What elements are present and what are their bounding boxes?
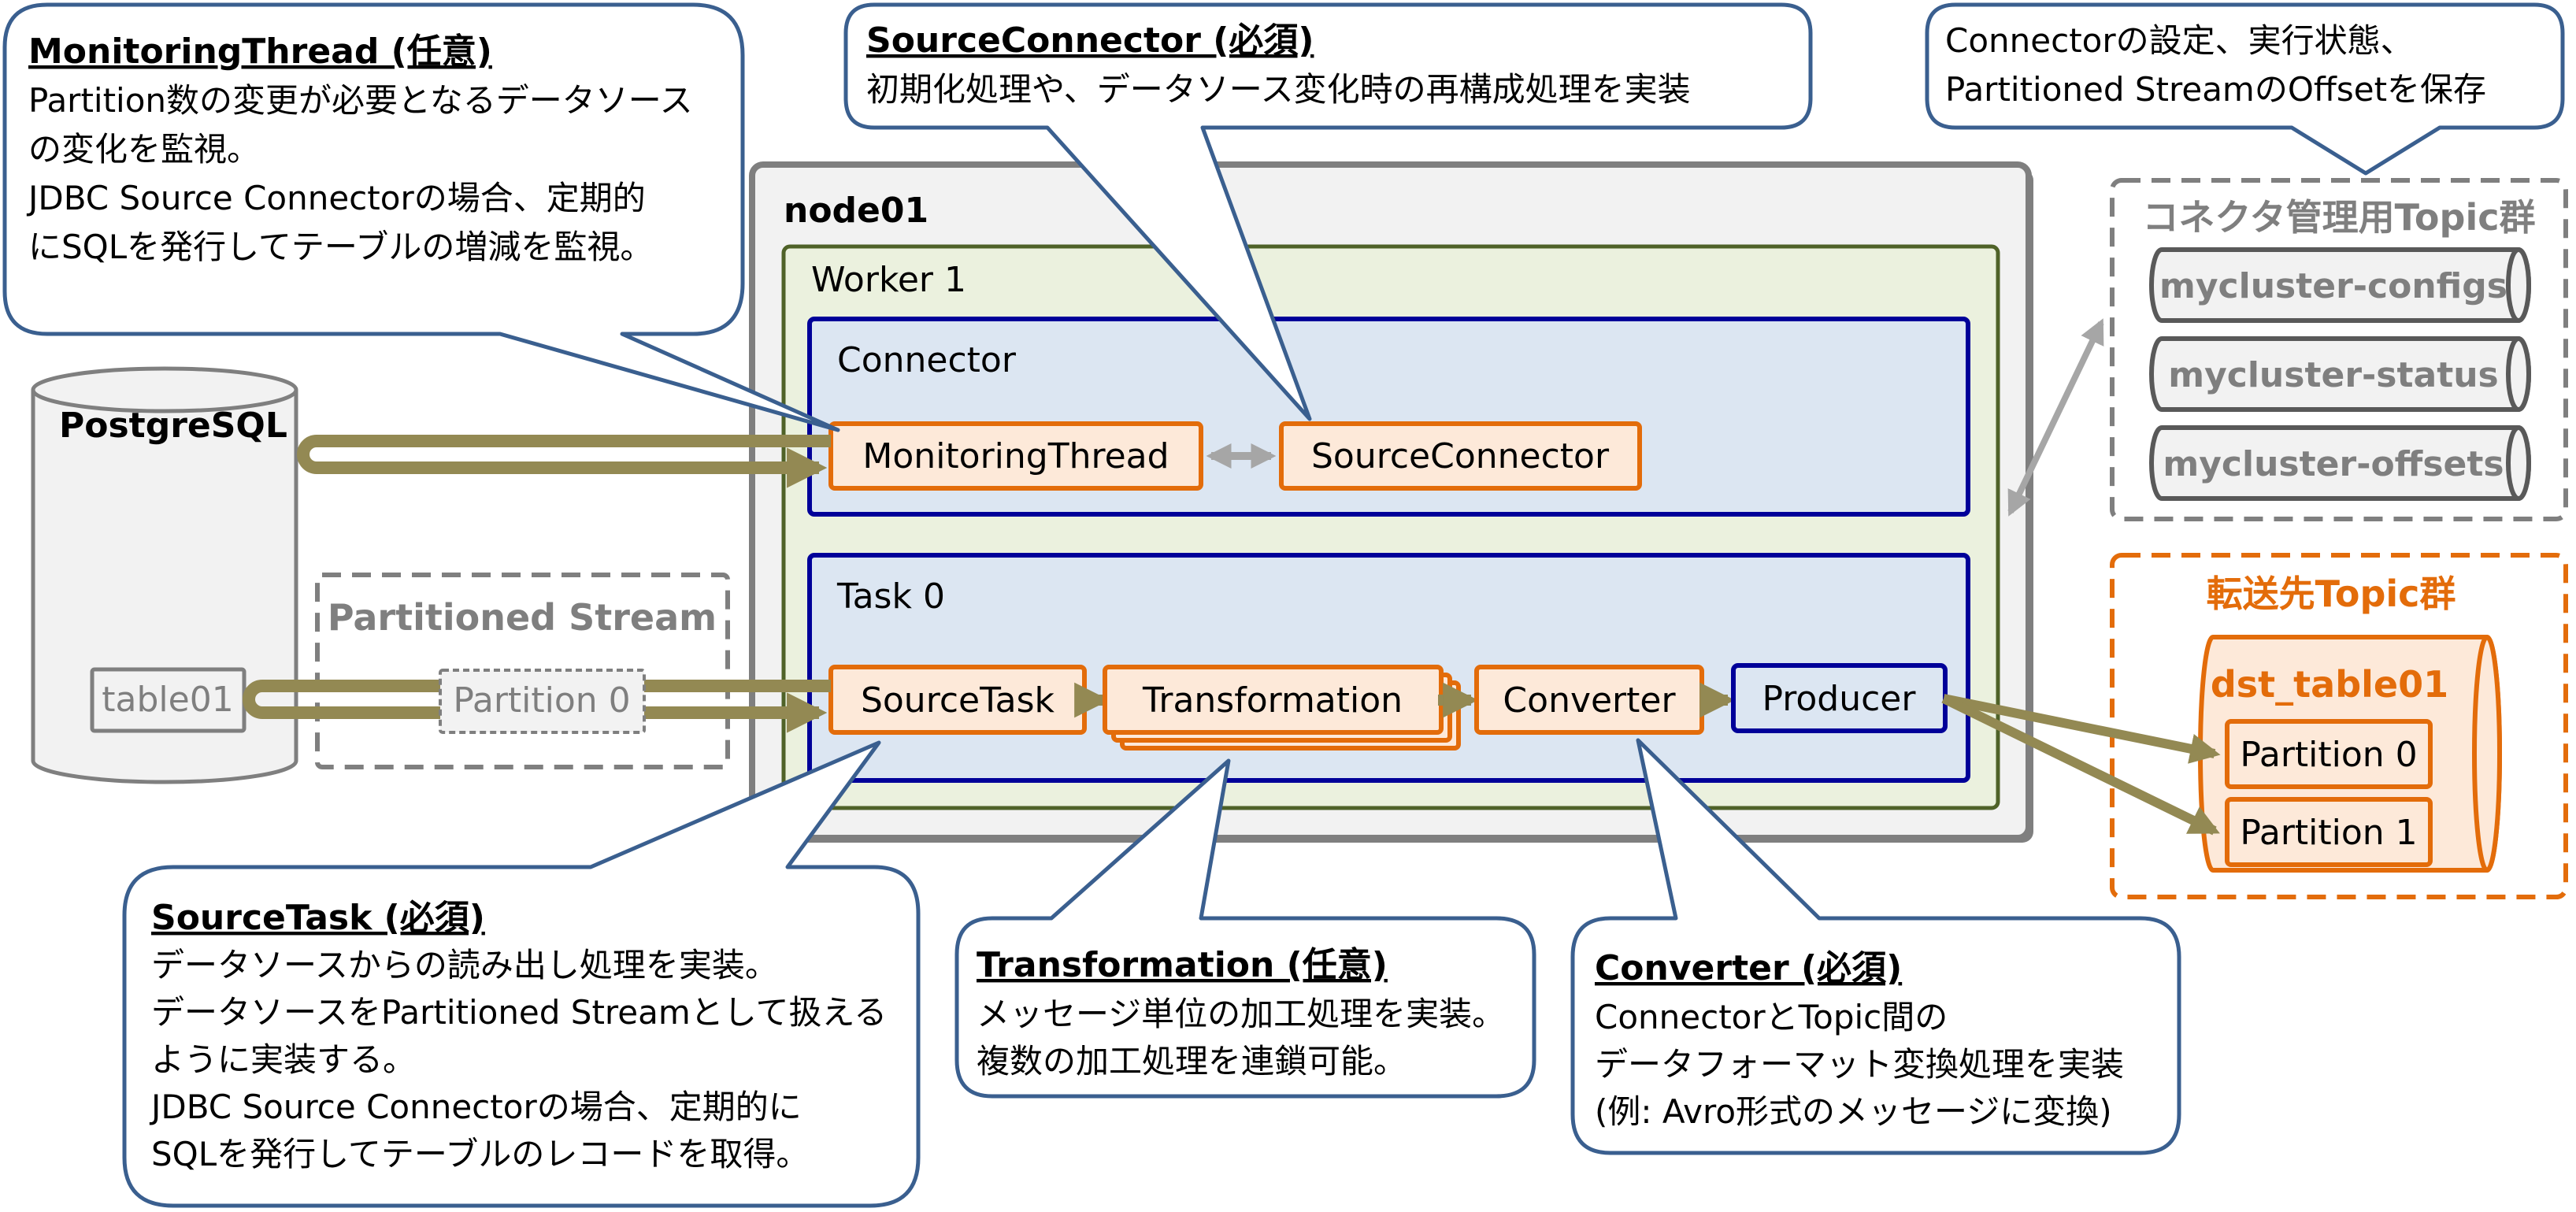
management-topics-callout: Connectorの設定、実行状態、 Partitioned StreamのOf… [1925,2,2565,176]
callout-line: にSQLを発行してテーブルの増減を監視。 [28,228,653,266]
stream-partition0-box[interactable]: Partition 0 [439,669,646,734]
callout-line: SQLを発行してテーブルのレコードを取得。 [151,1135,809,1173]
callout-line: データソースをPartitioned Streamとして扱える [151,993,887,1032]
callout-title: SourceTask (必須) [151,898,485,938]
transformation-stack[interactable]: Transformation [1103,665,1461,751]
callout-line: の変化を監視。 [28,130,260,169]
source-task-callout: SourceTask (必須) データソースからの読み出し処理を実装。 データソ… [122,740,921,1208]
transformation-label: Transformation [1142,680,1403,721]
callout-title: SourceConnector (必須) [866,20,1314,61]
destination-topics-label: 転送先Topic群 [2207,573,2456,615]
flow-arrow-producer-partition0 [1942,694,2221,764]
producer-label: Producer [1762,679,1917,719]
topic-mycluster-status[interactable]: mycluster-status [2149,336,2531,412]
topic-label: mycluster-offsets [2163,444,2504,484]
callout-line: JDBC Source Connectorの場合、定期的 [26,179,646,217]
dst-partition1-label: Partition 1 [2240,813,2417,853]
monitoring-thread-box[interactable]: MonitoringThread [828,421,1203,491]
callout-title: Converter (必須) [1595,948,1902,988]
management-topics-label: コネクタ管理用Topic群 [2143,196,2536,239]
callout-title: MonitoringThread (任意) [28,32,492,72]
source-task-label: SourceTask [861,680,1055,721]
postgresql-label: PostgreSQL [59,406,287,446]
destination-topics-group: 転送先Topic群 [2110,553,2568,899]
monitoring-thread-label: MonitoringThread [862,436,1169,476]
table01-box[interactable]: table01 [90,667,246,733]
callout-line: Connectorの設定、実行状態、 [1945,21,2414,60]
dst-partition1-box[interactable]: Partition 1 [2225,797,2433,867]
callout-line: Partitioned StreamのOffsetを保存 [1945,70,2486,109]
source-connector-callout: SourceConnector (必須) 初期化処理や、データソース変化時の再構… [843,2,1813,421]
flow-loop-postgresql-monitoringthread [297,435,831,488]
callout-line: JDBC Source Connectorの場合、定期的に [149,1088,802,1126]
topic-mycluster-offsets[interactable]: mycluster-offsets [2149,425,2531,501]
topic-label: mycluster-configs [2159,266,2507,306]
task0-label: Task 0 [836,576,945,617]
callout-line: ConnectorとTopic間の [1595,998,1948,1036]
worker1-label: Worker 1 [811,260,966,300]
connector-label: Connector [837,340,1017,380]
callout-title: Transformation (任意) [977,945,1388,985]
converter-callout: Converter (必須) ConnectorとTopic間の データフォーマ… [1570,738,2181,1155]
converter-box[interactable]: Converter [1474,665,1704,735]
monitoring-thread-callout: MonitoringThread (任意) Partition数の変更が必要とな… [2,2,840,432]
source-task-box[interactable]: SourceTask [828,665,1087,735]
node01-label: node01 [784,191,928,231]
transformation-callout: Transformation (任意) メッセージ単位の加工処理を実装。 複数の… [954,758,1536,1099]
flow-loop-table01-sourcetask [243,680,831,733]
topic-mycluster-configs[interactable]: mycluster-configs [2149,247,2531,323]
table01-label: table01 [102,680,233,720]
partitioned-stream-label: Partitioned Stream [328,596,717,639]
stream-partition0-label: Partition 0 [453,680,630,721]
callout-line: 初期化処理や、データソース変化時の再構成処理を実装 [866,70,1691,109]
partitioned-stream-group: Partitioned Stream [315,573,730,769]
producer-box[interactable]: Producer [1731,663,1948,733]
dst-partition0-box[interactable]: Partition 0 [2225,719,2433,789]
source-connector-label: SourceConnector [1311,436,1610,476]
callout-line: ように実装する。 [151,1040,416,1079]
worker-topics-bidirectional-arrow [2007,318,2104,517]
source-connector-box[interactable]: SourceConnector [1279,421,1642,491]
callout-line: データソースからの読み出し処理を実装。 [151,946,778,984]
callout-line: メッセージ単位の加工処理を実装。 [977,995,1505,1033]
dst-partition0-label: Partition 0 [2240,735,2417,775]
dst-topic-label: dst_table01 [2211,663,2448,706]
topic-label: mycluster-status [2168,355,2499,395]
callout-line: (例: Avro形式のメッセージに変換) [1595,1092,2112,1131]
flow-arrow-producer-partition1 [1941,694,2220,836]
callout-line: 複数の加工処理を連鎖可能。 [977,1042,1407,1080]
callout-line: Partition数の変更が必要となるデータソース [28,81,693,120]
management-topics-group: コネクタ管理用Topic群 [2110,178,2568,521]
callout-line: データフォーマット変換処理を実装 [1595,1045,2124,1084]
converter-label: Converter [1503,680,1676,721]
